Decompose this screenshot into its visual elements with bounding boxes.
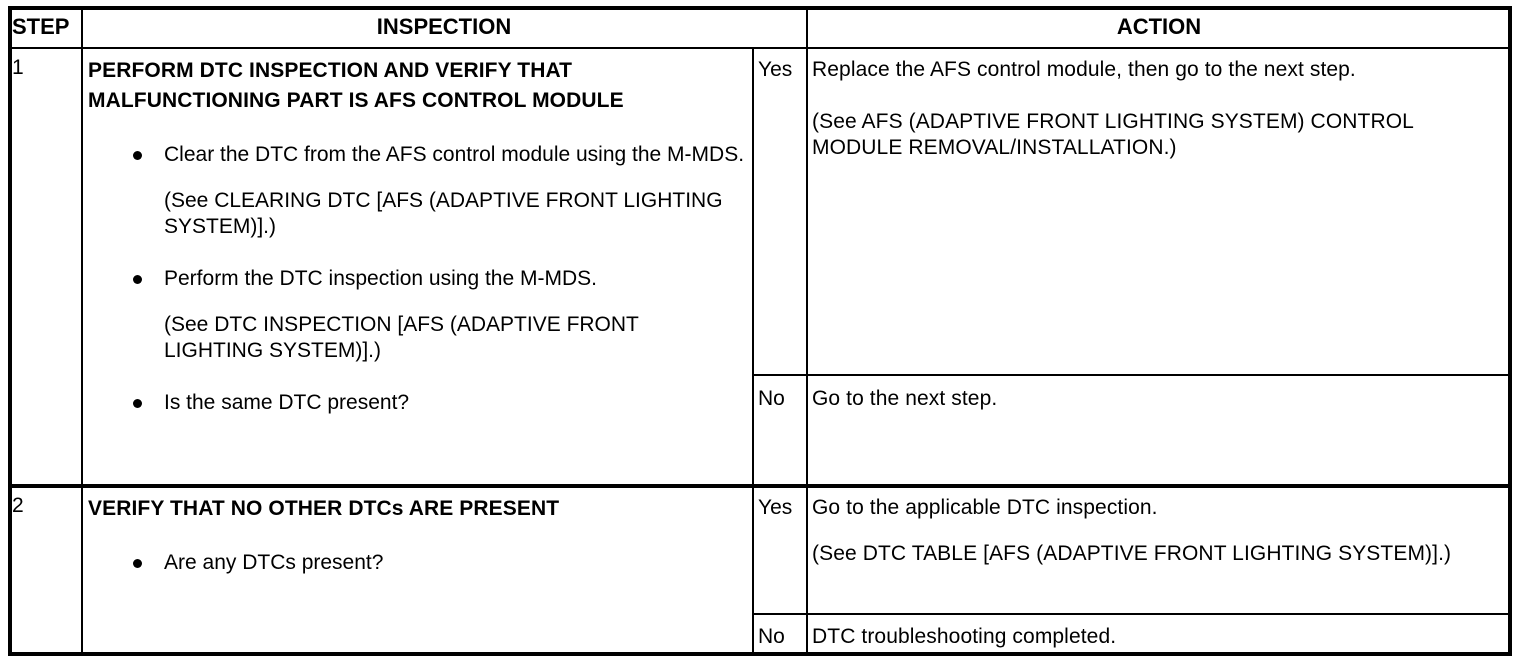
step-column-rule [81,6,83,656]
row-1-bullet-3: Is the same DTC present? [88,390,746,416]
table-outer-border [8,6,1512,656]
row-1-bullet-1: Clear the DTC from the AFS control modul… [88,142,746,168]
table-row-1-inspection: PERFORM DTC INSPECTION AND VERIFY THAT M… [88,56,746,416]
row-2-bullet-1: Are any DTCs present? [88,550,746,576]
row-2-action-yes-note: (See DTC TABLE [AFS (ADAPTIVE FRONT LIGH… [812,542,1452,565]
row-2-action-no: DTC troubleshooting completed. [812,624,1506,650]
header-action: ACTION [809,14,1509,40]
bullet-dot-icon [133,399,142,408]
row-2-action-no-text: DTC troubleshooting completed. [812,625,1117,648]
row-1-action-no-text: Go to the next step. [812,387,998,410]
bullet-dot-icon [133,559,142,568]
row-1-action-yes-text: Replace the AFS control module, then go … [812,58,1356,81]
row-2-inspection-title: VERIFY THAT NO OTHER DTCs ARE PRESENT [88,497,560,520]
row-1-bullet-3-text: Is the same DTC present? [164,391,410,414]
header-step: STEP [12,14,80,40]
header-action-label: ACTION [1116,14,1202,39]
table-row-1-step-number: 1 [12,56,24,79]
step2-yesno-rule [752,613,1512,615]
row-1-inspection-title: PERFORM DTC INSPECTION AND VERIFY THAT M… [88,59,624,112]
row-1-action-no: Go to the next step. [812,386,1506,412]
row-1-action-yes-note: (See AFS (ADAPTIVE FRONT LIGHTING SYSTEM… [812,110,1420,159]
header-inspection: INSPECTION [84,14,804,40]
row-1-bullet-2-text: Perform the DTC inspection using the M-M… [164,267,597,290]
row-1-bullet-2: Perform the DTC inspection using the M-M… [88,266,746,292]
bullet-dot-icon [133,275,142,284]
row-2-action-no-label: No [758,625,785,648]
bullet-dot-icon [133,151,142,160]
inspection-action-rule [806,6,808,656]
header-step-label: STEP [12,14,70,39]
row-2-action-yes: Go to the applicable DTC inspection. (Se… [812,495,1506,567]
yesno-column-rule [752,47,754,656]
row-1-bullet-1-text: Clear the DTC from the AFS control modul… [164,143,745,166]
row-2-bullet-1-text: Are any DTCs present? [164,551,384,574]
step1-step2-rule [8,484,1512,488]
table-row-2-step-number: 2 [12,494,24,517]
row-2-action-yes-text: Go to the applicable DTC inspection. [812,496,1158,519]
row-1-action-no-label: No [758,387,785,410]
row-1-bullet-2-note: (See DTC INSPECTION [AFS (ADAPTIVE FRONT… [164,313,639,362]
table-row-2-inspection: VERIFY THAT NO OTHER DTCs ARE PRESENT Ar… [88,494,746,576]
header-bottom-rule [8,47,1512,49]
row-2-action-yes-label: Yes [758,496,793,519]
header-inspection-label: INSPECTION [376,14,512,39]
row-1-action-yes-label: Yes [758,58,793,81]
row-1-bullet-1-note: (See CLEARING DTC [AFS (ADAPTIVE FRONT L… [164,189,723,238]
step1-yesno-rule [752,374,1512,376]
row-1-action-yes: Replace the AFS control module, then go … [812,57,1506,161]
